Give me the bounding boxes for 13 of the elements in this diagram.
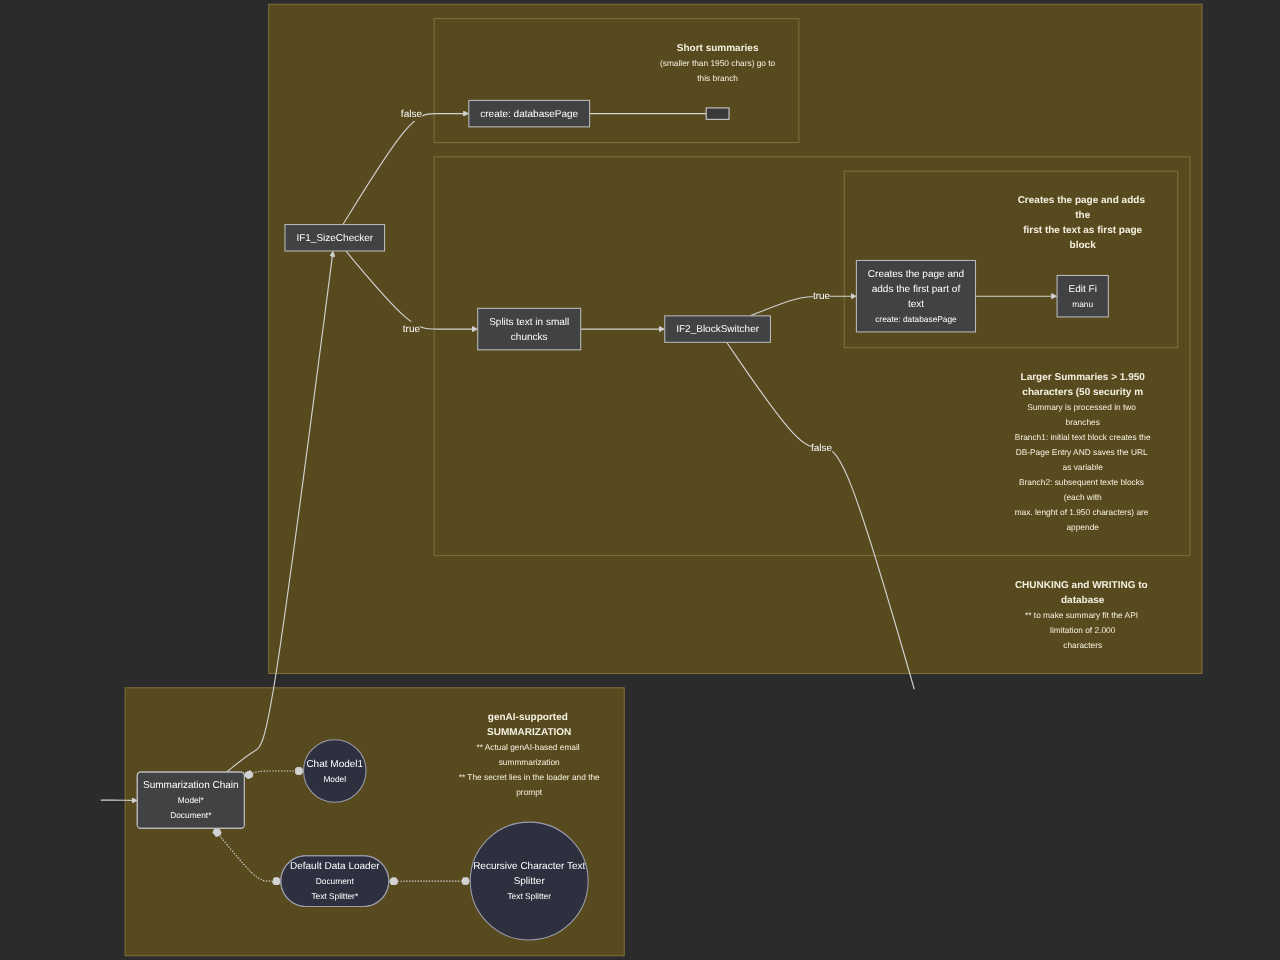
arrow: [974, 293, 1058, 300]
arrow: [100, 797, 138, 804]
connector: [244, 766, 305, 780]
connector: [388, 876, 471, 886]
connector: [212, 828, 282, 886]
arrow: [345, 250, 478, 333]
arrow: [749, 293, 857, 317]
arrow: [580, 325, 666, 333]
connector: [726, 341, 915, 690]
arrow: [342, 110, 470, 226]
arrow: [225, 250, 336, 773]
node-box: [705, 107, 730, 120]
connector: [589, 113, 707, 115]
